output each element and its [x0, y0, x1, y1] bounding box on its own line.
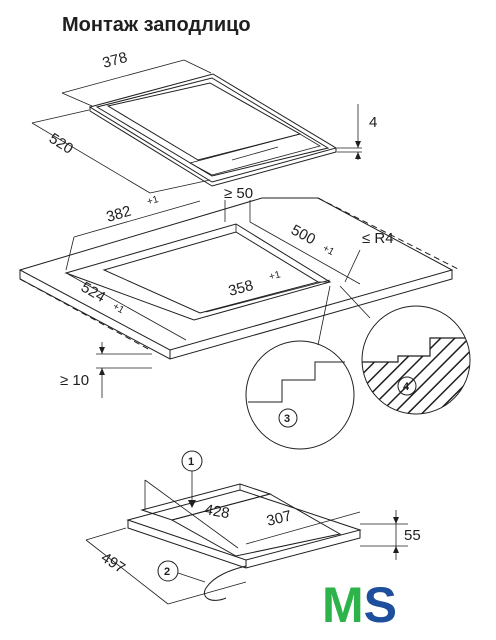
brand-logo-s: S	[364, 577, 397, 633]
box-width-label: 428	[203, 501, 231, 522]
box-width-dimension: 428	[144, 479, 239, 549]
box-height-dimension: 55	[360, 510, 421, 560]
cutout-inner-depth-tol: +1	[111, 301, 127, 316]
brand-logo-m: M	[322, 577, 364, 633]
detail-circle-four: 4	[339, 285, 471, 415]
worktop-thickness-dimension: ≥ 10	[60, 342, 152, 398]
cutout-outer-depth-label: 500	[288, 222, 318, 249]
detail-three-label: 3	[284, 413, 290, 425]
callout-two: 2	[157, 560, 206, 583]
box-depth-right-dimension: 307	[245, 507, 361, 545]
cutout-inner-width-tol: +1	[268, 269, 282, 283]
underbox-illustration	[126, 483, 362, 601]
brand-logo-text: MS	[322, 577, 397, 633]
cutout-outer-width-tol: +1	[146, 194, 160, 208]
box-height-label: 55	[404, 527, 421, 544]
cutout-inner-depth-dimension: 524 +1	[67, 273, 187, 341]
cutout-outer-width-label: 382	[104, 203, 133, 226]
detail-circle-three: 3	[245, 285, 355, 450]
detail-four-label: 4	[403, 381, 410, 393]
hob-height-label: 4	[369, 114, 377, 131]
brand-logo: MS	[322, 577, 397, 633]
callout-two-label: 2	[164, 566, 170, 578]
cutout-radius-label: ≤ R4	[362, 230, 394, 247]
cutout-inner-width-dimension: 358 +1	[205, 269, 331, 313]
worktop-illustration	[18, 197, 461, 360]
cutout-outer-width-dimension: 382 +1	[65, 194, 201, 271]
box-depth-left-label: 497	[98, 549, 128, 577]
worktop-thickness-label: ≥ 10	[60, 372, 89, 389]
page-title: Монтаж заподлицо	[62, 14, 251, 36]
hob-width-dimension: 378	[61, 49, 212, 107]
cutout-inner-width-label: 358	[227, 277, 256, 300]
hob-illustration	[88, 73, 338, 187]
callout-one: 1	[181, 450, 203, 508]
cutout-gap-label: ≥ 50	[224, 185, 253, 202]
callout-one-label: 1	[188, 456, 194, 468]
cutout-inner-depth-label: 524	[78, 279, 108, 306]
cutout-outer-depth-tol: +1	[321, 243, 337, 258]
cutout-radius-dimension: ≤ R4	[344, 230, 394, 283]
cutout-gap-dimension: ≥ 50	[224, 185, 253, 222]
box-depth-right-label: 307	[265, 507, 293, 530]
hob-height-dimension: 4	[337, 104, 377, 160]
hob-width-label: 378	[101, 49, 130, 72]
